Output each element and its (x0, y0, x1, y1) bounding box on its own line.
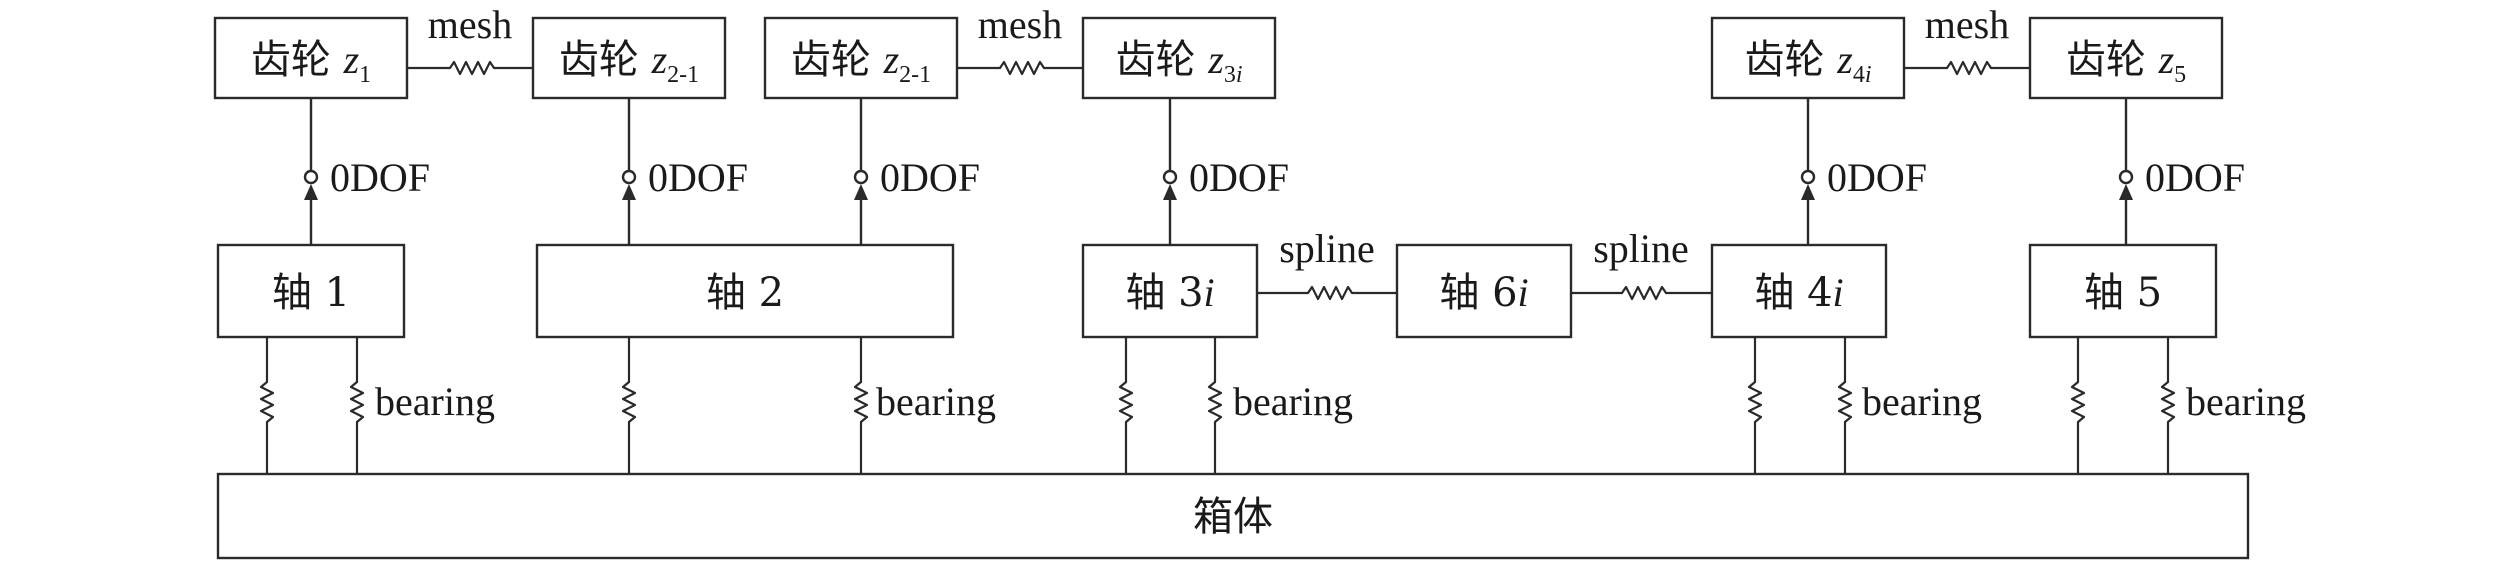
svg-text:齿轮 z5: 齿轮 z5 (2066, 37, 2186, 88)
gear-z2-1-b: 齿轮 z2-1 (763, 16, 959, 100)
dof-connector-4: 0DOF (1162, 98, 1289, 245)
svg-text:轴 5: 轴 5 (2084, 270, 2162, 316)
svg-text:轴 2: 轴 2 (706, 270, 784, 316)
bearing-spring: bearing (853, 337, 996, 474)
gear-z2-1-a: 齿轮 z2-1 (531, 16, 727, 100)
bearing-label: bearing (876, 379, 996, 424)
dof-connector-1: 0DOF (303, 98, 430, 245)
bearing-spring: bearing (1207, 337, 1353, 474)
dof-connector-6: 0DOF (2118, 98, 2245, 245)
bearing-label: bearing (1862, 379, 1982, 424)
bearing-spring (1118, 337, 1134, 474)
spline-link-2: spline (1571, 226, 1712, 301)
svg-text:轴 3i: 轴 3i (1125, 270, 1214, 316)
bearing-label: bearing (2186, 379, 2306, 424)
bearing-spring: bearing (2160, 337, 2306, 474)
gear-z3i: 齿轮 z3i (1081, 16, 1277, 100)
mesh-link-2: mesh (957, 2, 1083, 76)
housing: 箱体 (216, 472, 2250, 560)
dof-label: 0DOF (2145, 155, 2245, 200)
svg-text:齿轮 z3i: 齿轮 z3i (1116, 37, 1243, 88)
dof-label: 0DOF (880, 155, 980, 200)
bearing-spring (2070, 337, 2086, 474)
svg-text:轴 4i: 轴 4i (1754, 270, 1843, 316)
dof-label: 0DOF (1827, 155, 1927, 200)
dof-label: 0DOF (1189, 155, 1289, 200)
shaft-5: 轴 5 (2028, 243, 2218, 339)
dof-connector-5: 0DOF (1800, 98, 1927, 245)
bearing-spring: bearing (349, 337, 495, 474)
spline-link-1: spline (1257, 226, 1397, 301)
bearing-label: bearing (1233, 379, 1353, 424)
bearing-supports: bearing bearing bearing bearing bearing (259, 337, 2306, 474)
shaft-6i: 轴 6i (1395, 243, 1573, 339)
bearing-spring (259, 337, 275, 474)
svg-text:齿轮 z1: 齿轮 z1 (251, 37, 371, 88)
spline-label: spline (1279, 226, 1375, 271)
dof-connector-3: 0DOF (853, 98, 980, 245)
dof-label: 0DOF (330, 155, 430, 200)
mesh-label: mesh (1925, 2, 2009, 47)
shaft-1: 轴 1 (216, 243, 406, 339)
gear-z4i: 齿轮 z4i (1710, 16, 1906, 100)
svg-text:齿轮 z2-1: 齿轮 z2-1 (559, 37, 699, 88)
mesh-label: mesh (428, 2, 512, 47)
svg-text:轴 6i: 轴 6i (1439, 270, 1528, 316)
svg-text:轴 1: 轴 1 (272, 270, 350, 316)
shaft-2: 轴 2 (535, 243, 955, 339)
mesh-link-3: mesh (1904, 2, 2030, 76)
bearing-spring (1747, 337, 1763, 474)
svg-text:齿轮 z4i: 齿轮 z4i (1745, 37, 1872, 88)
bearing-spring: bearing (1837, 337, 1982, 474)
gear-z5: 齿轮 z5 (2028, 16, 2224, 100)
bearing-label: bearing (375, 379, 495, 424)
gear-z1: 齿轮 z1 (213, 16, 409, 100)
dof-connector-2: 0DOF (621, 98, 748, 245)
svg-text:齿轮 z2-1: 齿轮 z2-1 (791, 37, 931, 88)
housing-label: 箱体 (1193, 494, 1273, 540)
mesh-link-1: mesh (407, 2, 533, 76)
dof-label: 0DOF (648, 155, 748, 200)
spline-label: spline (1593, 226, 1689, 271)
shaft-4i: 轴 4i (1710, 243, 1888, 339)
mesh-label: mesh (978, 2, 1062, 47)
bearing-spring (621, 337, 637, 474)
shaft-3i: 轴 3i (1081, 243, 1259, 339)
